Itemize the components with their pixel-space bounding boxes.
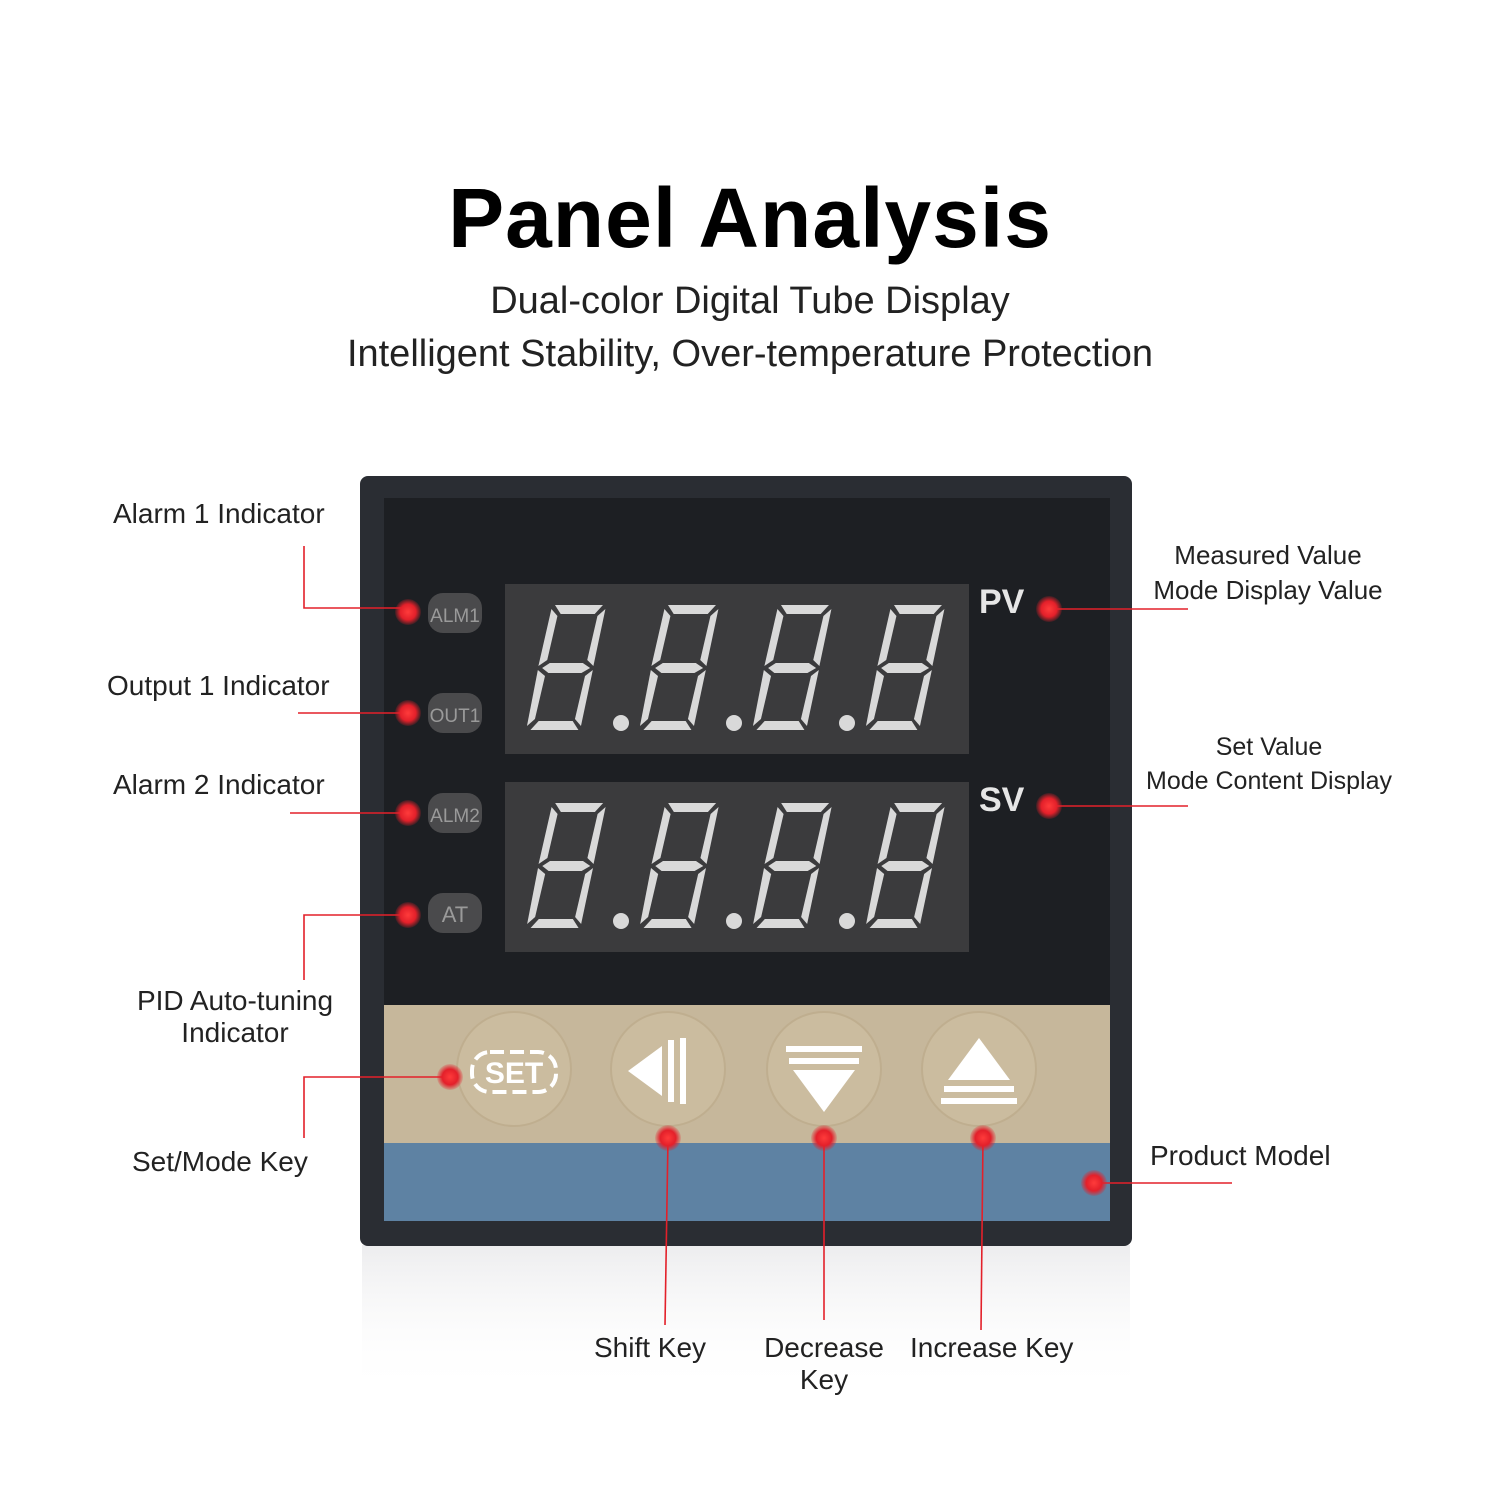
indicator-out1-label: OUT1 (430, 706, 481, 727)
dot-decrease (811, 1125, 837, 1151)
dot-alarm2 (395, 800, 421, 826)
indicator-alm2-label: ALM2 (430, 806, 480, 827)
label-increase: Increase Key (910, 1332, 1073, 1364)
increase-bar-1 (944, 1086, 1014, 1092)
increase-bar-2 (941, 1098, 1017, 1104)
shift-key[interactable] (611, 1012, 725, 1126)
increase-key[interactable] (922, 1012, 1036, 1126)
label-output1: Output 1 Indicator (107, 670, 330, 702)
dot-pid (395, 902, 421, 928)
sv-dp-3 (839, 913, 855, 929)
label-sv-line2: Mode Content Display (1138, 764, 1400, 798)
indicator-alm1-label: ALM1 (430, 606, 480, 627)
indicator-at-label: AT (442, 902, 468, 927)
label-shift: Shift Key (594, 1332, 706, 1364)
label-alarm1: Alarm 1 Indicator (113, 498, 325, 530)
label-pid-line2: Indicator (100, 1017, 370, 1049)
model-strip[interactable] (384, 1143, 1110, 1221)
indicator-out1: OUT1 (428, 693, 482, 733)
sv-dp-1 (613, 913, 629, 929)
indicator-alm2: ALM2 (428, 793, 482, 833)
dot-shift (655, 1125, 681, 1151)
label-set-mode: Set/Mode Key (132, 1146, 308, 1178)
shift-bar-2 (680, 1038, 686, 1104)
label-product-model: Product Model (1150, 1140, 1331, 1172)
decrease-bar-2 (789, 1058, 859, 1064)
label-decrease-line2: Key (744, 1364, 904, 1396)
pv-dp-3 (839, 715, 855, 731)
label-pv-line2: Mode Display Value (1138, 573, 1398, 608)
set-key-label: SET (485, 1057, 543, 1090)
dot-sv (1036, 793, 1062, 819)
label-decrease-line1: Decrease (744, 1332, 904, 1364)
label-pv: Measured Value Mode Display Value (1138, 538, 1398, 608)
dot-increase (970, 1125, 996, 1151)
label-sv-line1: Set Value (1138, 730, 1400, 764)
dot-alarm1 (395, 599, 421, 625)
sv-dp-2 (726, 913, 742, 929)
label-pid-line1: PID Auto-tuning (100, 985, 370, 1017)
decrease-key[interactable] (767, 1012, 881, 1126)
dot-model (1081, 1170, 1107, 1196)
sv-tag: SV (979, 781, 1025, 819)
label-decrease: Decrease Key (744, 1332, 904, 1396)
pv-dp-2 (726, 715, 742, 731)
label-pv-line1: Measured Value (1138, 538, 1398, 573)
indicator-at: AT (428, 893, 482, 933)
shift-bar-1 (668, 1040, 674, 1102)
label-sv: Set Value Mode Content Display (1138, 730, 1400, 798)
dot-pv (1036, 596, 1062, 622)
pv-dp-1 (613, 715, 629, 731)
pv-tag: PV (979, 583, 1025, 621)
label-alarm2: Alarm 2 Indicator (113, 769, 325, 801)
indicator-alm1: ALM1 (428, 593, 482, 633)
dot-set (437, 1064, 463, 1090)
set-key[interactable]: SET (457, 1012, 571, 1126)
decrease-bar-1 (786, 1046, 862, 1052)
label-pid: PID Auto-tuning Indicator (100, 985, 370, 1049)
dot-output1 (395, 700, 421, 726)
